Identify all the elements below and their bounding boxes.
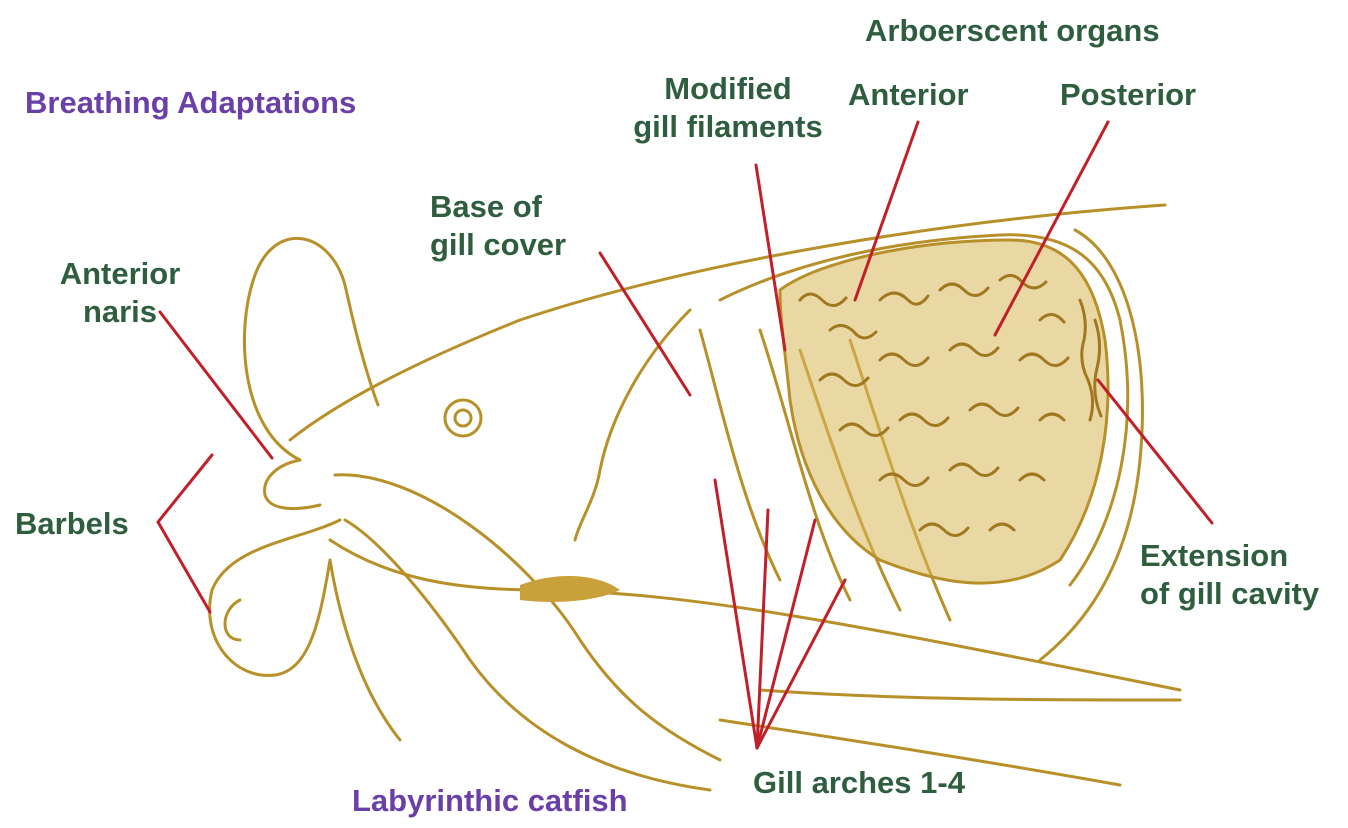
upper-barbel	[244, 238, 378, 460]
label-base-line2: gill cover	[430, 226, 566, 264]
label-naris-line1: Anterior	[40, 255, 200, 293]
eye-icon	[445, 400, 481, 436]
label-extension-gill-cavity: Extension of gill cavity	[1140, 537, 1319, 613]
label-barbels: Barbels	[15, 505, 129, 543]
label-anterior-organ: Anterior	[848, 76, 969, 114]
label-arboerscent-organs: Arboerscent organs	[865, 12, 1160, 50]
label-extension-line1: Extension	[1140, 537, 1319, 575]
label-posterior-organ: Posterior	[1060, 76, 1196, 114]
pointer-anterior-naris	[160, 312, 272, 458]
lower-barbel	[210, 520, 340, 675]
label-base-line1: Base of	[430, 188, 566, 226]
label-naris-line2: naris	[40, 293, 200, 331]
pointer-extension-gill-cavity	[1098, 380, 1212, 523]
label-modified-gill-filaments: Modified gill filaments	[618, 70, 838, 146]
label-modified-line1: Modified	[618, 70, 838, 108]
diagram-caption: Labyrinthic catfish	[352, 782, 628, 820]
snout-outline	[265, 460, 320, 509]
label-modified-line2: gill filaments	[618, 108, 838, 146]
long-barbel-1	[335, 475, 720, 760]
gill-cover-outline	[575, 310, 690, 540]
pointer-gill-arch-4	[757, 580, 845, 748]
pointer-gill-arch-1	[715, 480, 757, 748]
long-barbel-2	[345, 520, 710, 790]
diagram-title: Breathing Adaptations	[25, 84, 356, 122]
label-anterior-naris: Anterior naris	[40, 255, 200, 331]
label-base-gill-cover: Base of gill cover	[430, 188, 566, 264]
label-extension-line2: of gill cavity	[1140, 575, 1319, 613]
label-gill-arches: Gill arches 1-4	[753, 764, 965, 802]
pointer-barbels	[158, 455, 212, 612]
